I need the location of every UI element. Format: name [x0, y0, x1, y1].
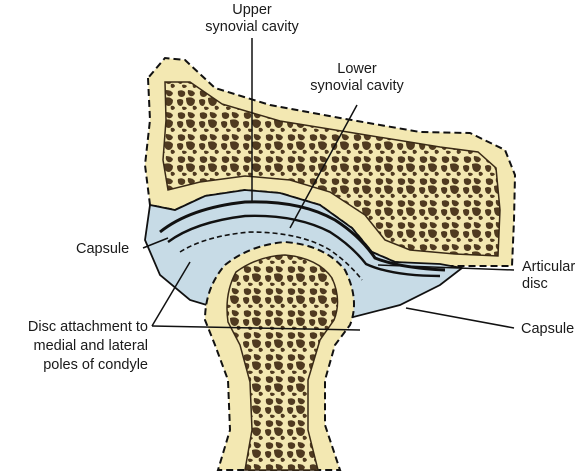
- label-lower-synovial-line1: Lower: [337, 61, 377, 77]
- label-lower-synovial-line2: synovial cavity: [310, 78, 404, 94]
- condyle-marrow: [226, 254, 339, 471]
- leader-disc-attachment: [151, 325, 361, 331]
- label-capsule-left: Capsule: [76, 241, 129, 257]
- leader-lower-synovial: [289, 104, 358, 229]
- mandibular-condyle: [203, 240, 355, 471]
- label-upper-synovial-line1: Upper: [232, 2, 272, 18]
- label-disc-attachment-line2: medial and lateral: [34, 338, 148, 354]
- upper-synovial-cavity-line: [159, 200, 446, 272]
- label-disc-attachment-line3: poles of condyle: [43, 357, 148, 373]
- label-upper-synovial-line2: synovial cavity: [205, 19, 299, 35]
- label-articular-disc-line2: disc: [522, 276, 548, 292]
- leader-disc-attachment-medial: [151, 261, 191, 327]
- lower-synovial-cavity-line: [179, 231, 363, 281]
- label-capsule-right: Capsule: [521, 321, 574, 337]
- labels: Upper synovial cavity Lower synovial cav…: [28, 2, 575, 373]
- label-disc-attachment-line1: Disc attachment to: [28, 319, 148, 335]
- temporal-bone-marrow: [162, 81, 501, 257]
- leader-lines: [142, 38, 515, 331]
- leader-capsule-right: [405, 307, 515, 329]
- label-articular-disc-line1: Articular: [522, 259, 575, 275]
- leader-capsule-left: [142, 237, 169, 249]
- articular-disc-outline: [167, 214, 441, 278]
- leader-articular-disc: [377, 264, 515, 271]
